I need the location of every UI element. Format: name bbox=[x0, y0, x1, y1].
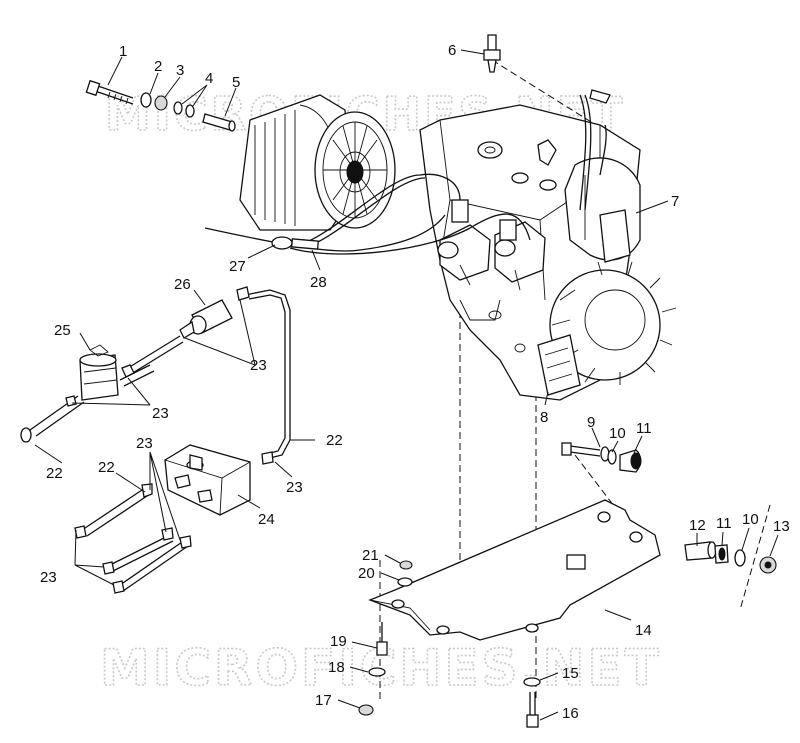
callout-23-line: 23 bbox=[286, 479, 303, 496]
callout-27: 27 bbox=[229, 258, 246, 275]
rear-mount-hardware bbox=[561, 442, 642, 473]
callout-20: 20 bbox=[358, 565, 375, 582]
callout-23-filter: 23 bbox=[250, 357, 267, 374]
callout-25: 25 bbox=[54, 322, 71, 339]
callout-labels: 1 2 3 4 5 6 7 8 9 10 11 10 11 12 13 14 1… bbox=[40, 42, 790, 722]
callout-24: 24 bbox=[258, 511, 275, 528]
callout-21: 21 bbox=[362, 547, 379, 564]
callout-11-rear: 11 bbox=[636, 420, 652, 437]
oil-reservoir bbox=[164, 444, 251, 516]
plate-fasteners-right bbox=[523, 677, 541, 728]
callout-10-rear: 10 bbox=[609, 425, 626, 442]
callout-10-front: 10 bbox=[742, 511, 759, 528]
callout-13: 13 bbox=[773, 518, 790, 535]
callout-15: 15 bbox=[562, 665, 579, 682]
callout-16: 16 bbox=[562, 705, 579, 722]
carburetors bbox=[437, 199, 546, 291]
callout-19: 19 bbox=[330, 633, 347, 650]
callout-18: 18 bbox=[328, 659, 345, 676]
callout-28: 28 bbox=[310, 274, 327, 291]
short-hoses bbox=[74, 483, 192, 594]
callout-23-hoses: 23 bbox=[136, 435, 153, 452]
fuel-lines bbox=[20, 286, 291, 465]
callout-4: 4 bbox=[205, 70, 213, 87]
callout-22-line: 22 bbox=[326, 432, 343, 449]
callout-11-front: 11 bbox=[716, 515, 732, 532]
front-mount-hardware bbox=[684, 541, 777, 574]
callout-8: 8 bbox=[540, 409, 548, 426]
callout-7: 7 bbox=[671, 193, 679, 210]
callout-5: 5 bbox=[232, 74, 240, 91]
mounting-plate bbox=[368, 499, 661, 641]
leader-lines bbox=[34, 49, 779, 721]
callout-23-pump: 23 bbox=[152, 405, 169, 422]
callout-23-lower: 23 bbox=[40, 569, 57, 586]
callout-2: 2 bbox=[154, 58, 162, 75]
callout-22-left: 22 bbox=[46, 465, 63, 482]
callout-14: 14 bbox=[635, 622, 652, 639]
drive-clutch bbox=[239, 94, 396, 231]
callout-1: 1 bbox=[119, 43, 127, 60]
callout-22-hose: 22 bbox=[98, 459, 115, 476]
cables bbox=[204, 173, 531, 255]
spark-plug bbox=[483, 34, 611, 211]
callout-26: 26 bbox=[174, 276, 191, 293]
callout-6: 6 bbox=[448, 42, 456, 59]
callout-17: 17 bbox=[315, 692, 332, 709]
recoil-housing bbox=[537, 157, 677, 396]
clutch-fasteners bbox=[85, 79, 236, 132]
callout-3: 3 bbox=[176, 62, 184, 79]
plate-fasteners-left bbox=[358, 560, 413, 716]
callout-9: 9 bbox=[587, 414, 595, 431]
callout-12: 12 bbox=[689, 517, 706, 534]
